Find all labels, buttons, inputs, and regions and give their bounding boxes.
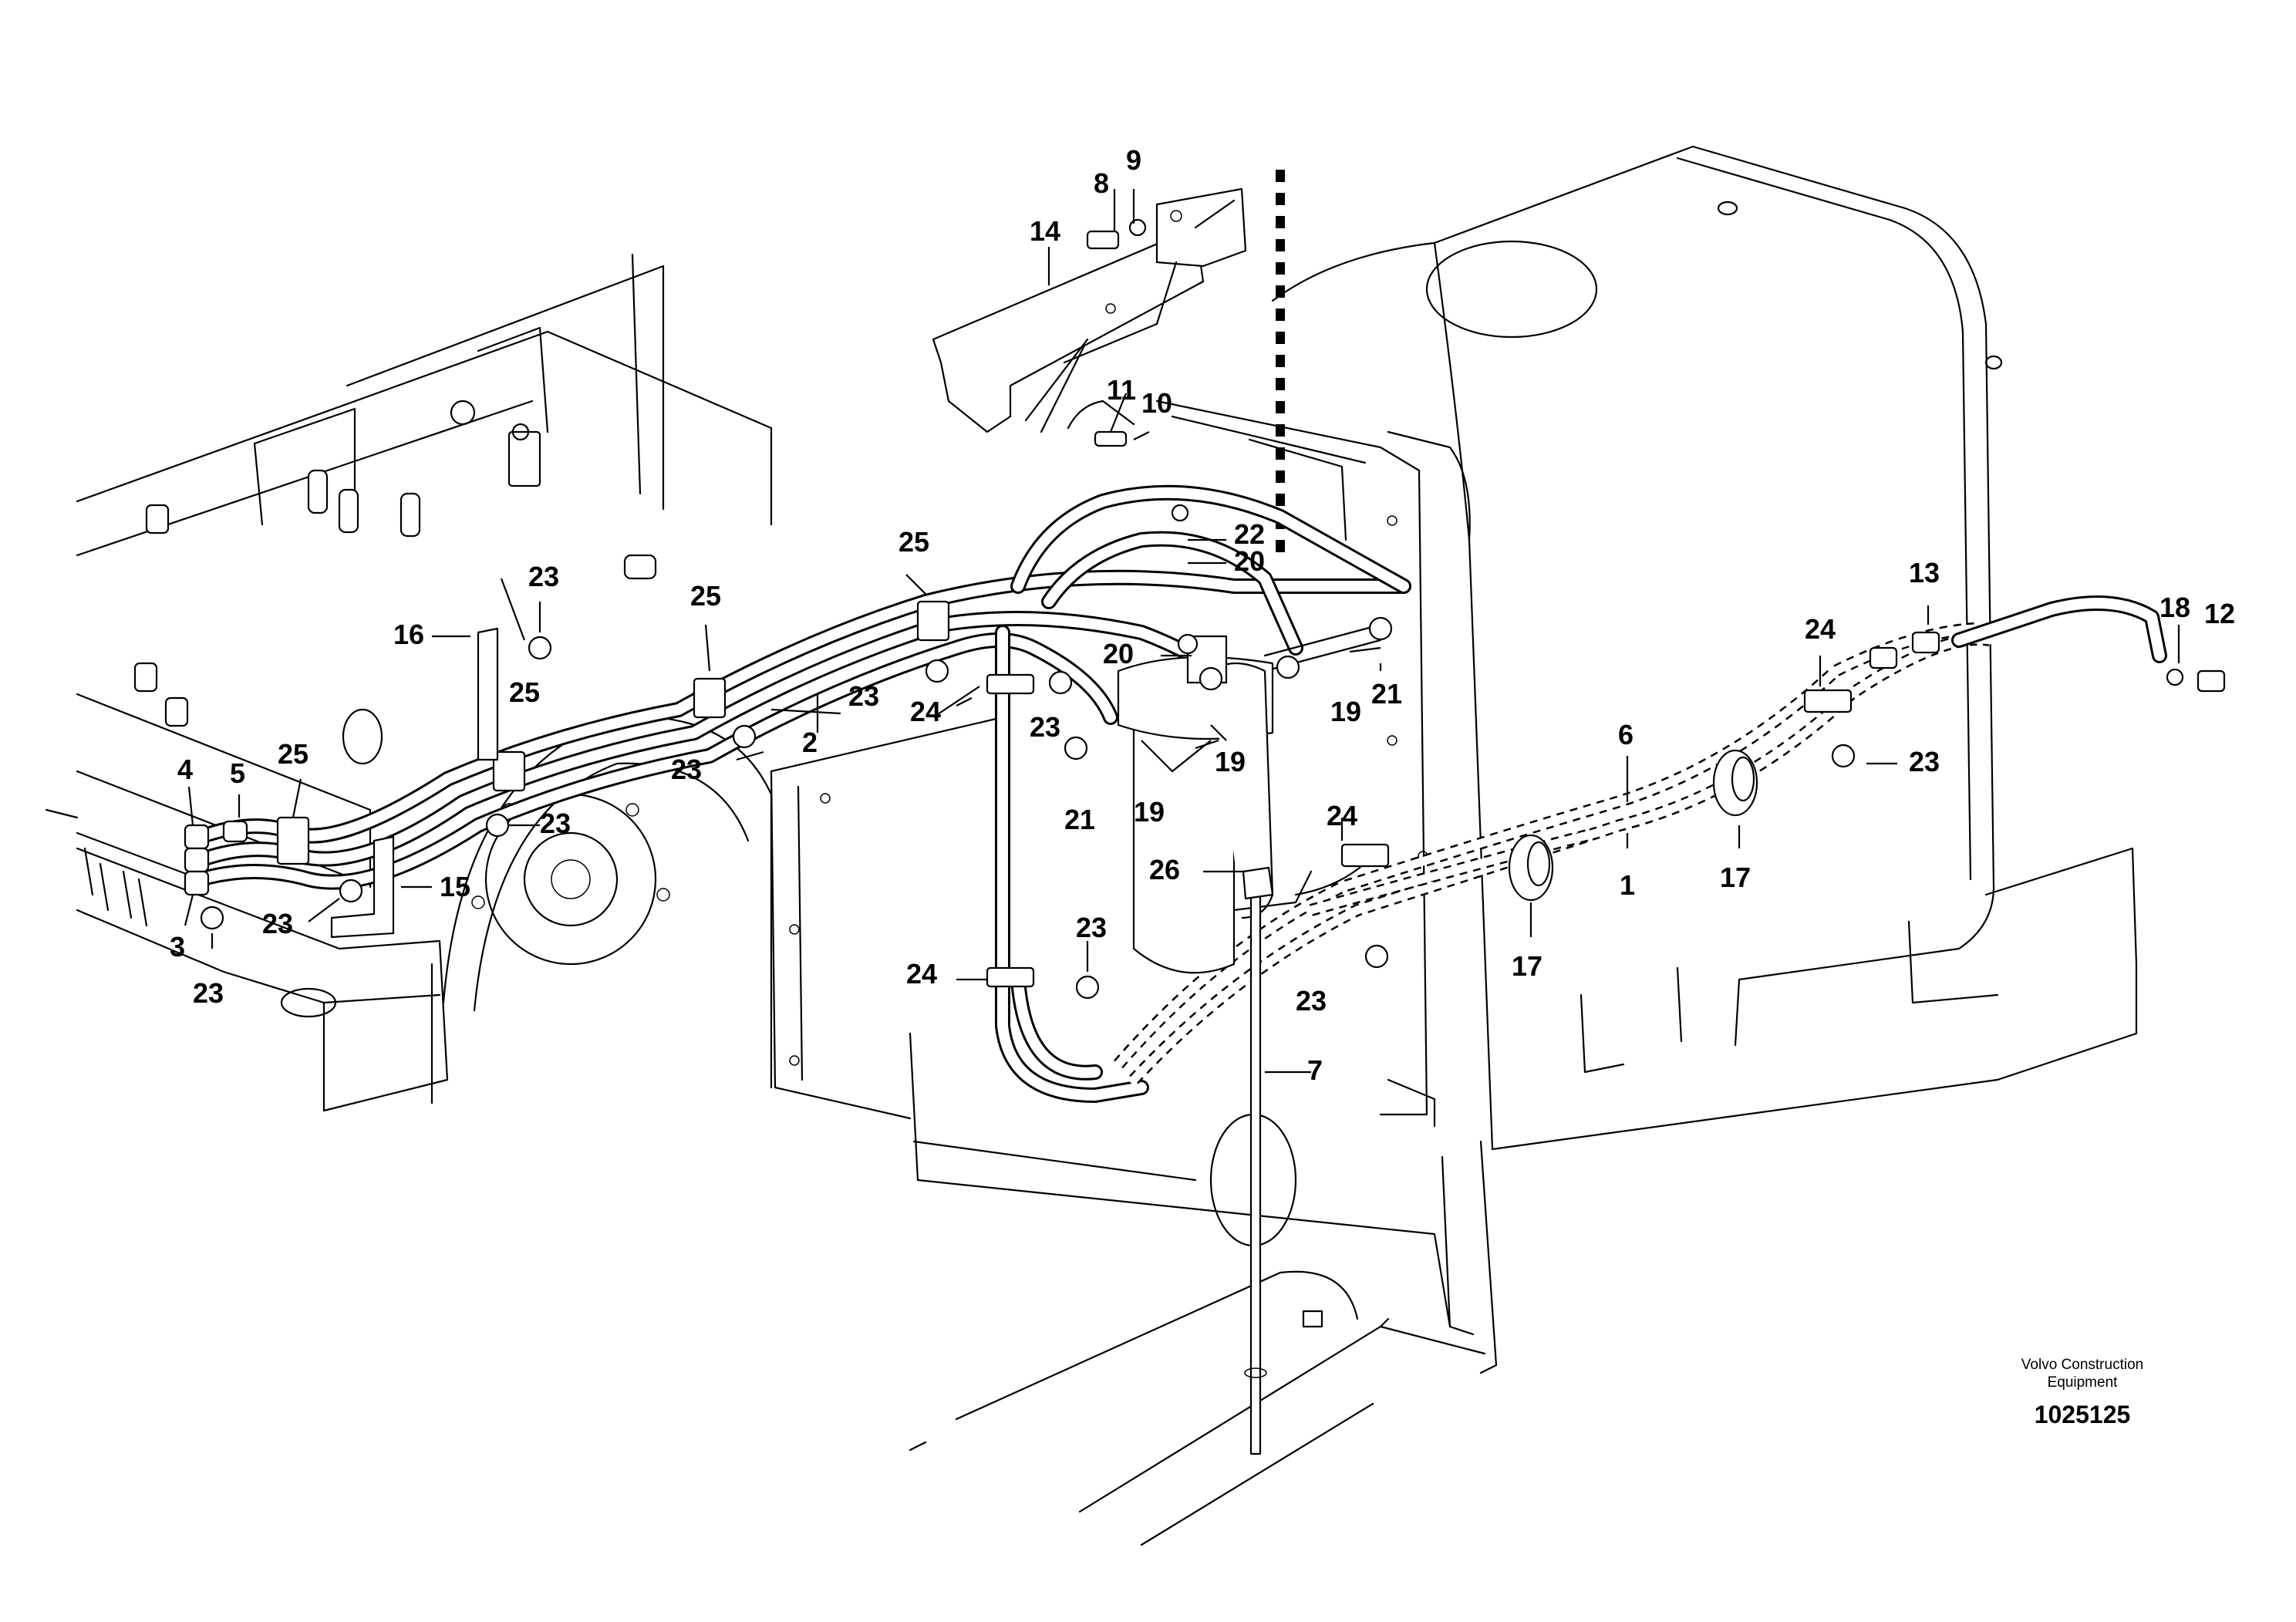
callout-label: 5 (230, 757, 245, 789)
callout-label: 24 (910, 696, 941, 727)
callout-label: 3 (170, 931, 185, 963)
filter-assembly (1117, 635, 1374, 974)
engine-block (45, 253, 773, 1112)
callout-label: 24 (1805, 613, 1836, 645)
callout-label: 17 (1720, 862, 1751, 893)
mid-frame (770, 400, 1436, 1128)
callout-label: 11 (1107, 374, 1136, 406)
callout-label: 10 (1141, 387, 1172, 419)
lower-frame (909, 1032, 1498, 1546)
leader-lines (184, 189, 2180, 1074)
grommets (1508, 749, 1758, 902)
callout-label: 8 (1094, 167, 1109, 199)
bracket-14 (932, 187, 1247, 433)
callout-label: 17 (1512, 950, 1542, 982)
callout-label: 23 (540, 808, 571, 839)
callout-label: 23 (262, 908, 293, 939)
callout-label: 23 (1030, 711, 1060, 743)
brand-line-2: Equipment (2048, 1374, 2119, 1391)
callout-label: 26 (1149, 854, 1180, 885)
fittings-right (1869, 631, 2226, 693)
callout-label: 6 (1618, 719, 1633, 750)
callout-label: 22 (1234, 518, 1265, 550)
tank (1271, 145, 2138, 1151)
callout-label: 7 (1307, 1054, 1323, 1086)
callout-label: 25 (509, 676, 540, 708)
callout-label: 19 (1215, 746, 1246, 777)
callout-label: 13 (1909, 557, 1940, 588)
callout-label: 20 (1234, 545, 1265, 577)
callout-label: 25 (899, 526, 929, 558)
callout-label: 21 (1371, 678, 1402, 710)
callout-label: 23 (1296, 985, 1327, 1017)
bolts (200, 218, 1856, 1000)
callout-label: 24 (1327, 800, 1357, 831)
callout-label: 1 (1620, 869, 1635, 901)
callout-label: 12 (2204, 598, 2235, 629)
callout-label: 15 (440, 871, 470, 902)
brackets-15-16 (330, 627, 499, 939)
document-number: 1025125 (2035, 1401, 2131, 1428)
callout-label: 23 (1076, 912, 1107, 943)
connectors-left (184, 820, 248, 896)
callout-label: 21 (1064, 804, 1095, 835)
callout-label: 16 (393, 619, 424, 650)
callout-label: 23 (671, 754, 702, 785)
callout-label: 9 (1126, 144, 1141, 176)
brand-line-1: Volvo Construction (2021, 1357, 2143, 1373)
callout-label: 25 (690, 580, 721, 612)
callout-label: 24 (906, 958, 937, 990)
callout-label: 23 (1909, 746, 1940, 777)
callout-label: 23 (193, 977, 224, 1009)
callout-label: 2 (802, 727, 818, 758)
callouts: 1 2 3 4 5 6 7 8 9 10 11 12 13 14 15 16 1… (170, 144, 2235, 1086)
callout-label: 4 (177, 754, 193, 785)
callout-label: 23 (528, 561, 559, 592)
callout-label: 23 (848, 680, 879, 712)
clamps (276, 600, 1853, 988)
title-block: Volvo Construction Equipment 1025125 (2021, 1357, 2143, 1428)
callout-label: 19 (1134, 796, 1165, 828)
callout-label: 20 (1103, 638, 1134, 669)
callout-label: 14 (1030, 215, 1060, 247)
dipstick-7 (1242, 866, 1274, 1455)
callout-label: 25 (278, 738, 308, 770)
callout-label: 19 (1330, 696, 1361, 727)
callout-label: 18 (2159, 592, 2190, 623)
